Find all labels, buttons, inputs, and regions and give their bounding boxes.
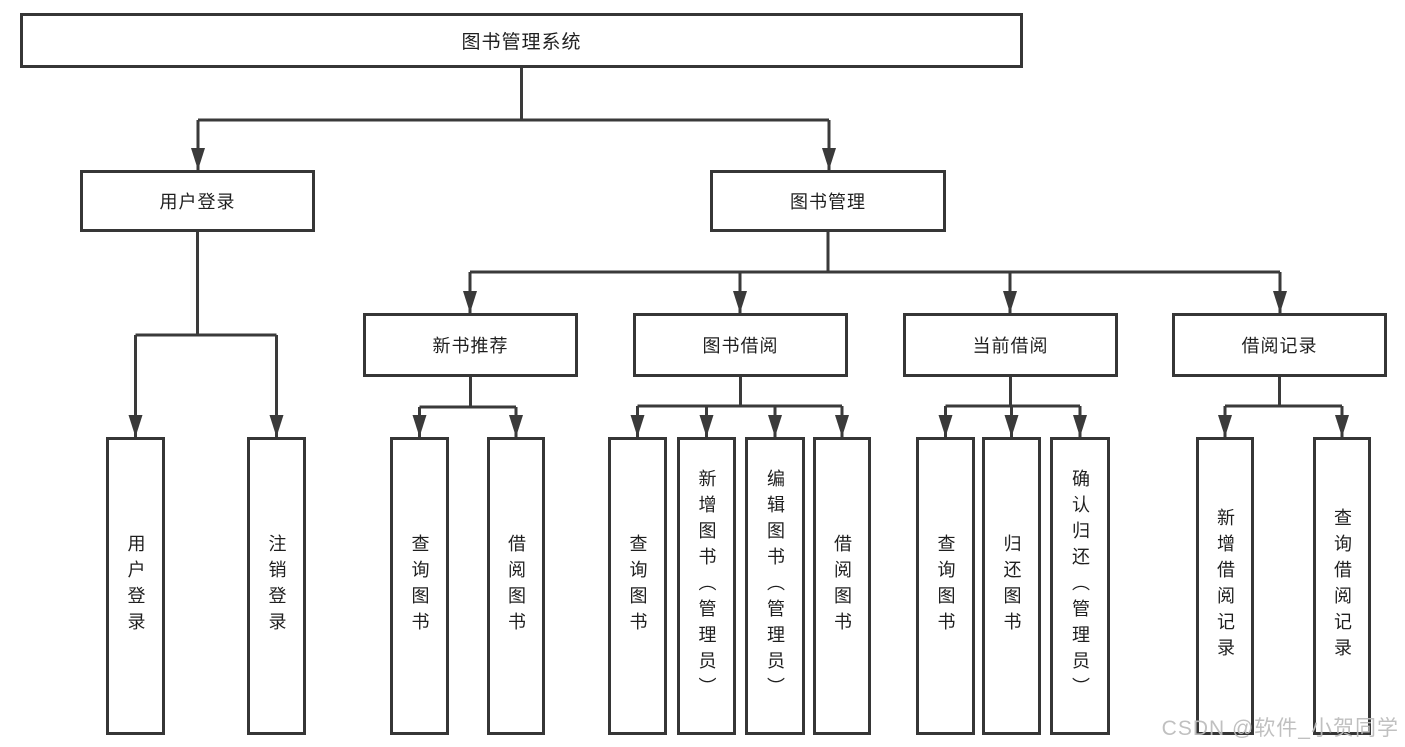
node-new-book-recommend: 新书推荐 — [363, 313, 578, 377]
node-user-login: 用户登录 — [80, 170, 315, 232]
leaf-borrow-borrow-book: 借阅图书 — [813, 437, 871, 735]
leaf-current-return-book: 归还图书 — [982, 437, 1041, 735]
leaf-borrow-add-book-admin: 新增图书（管理员） — [677, 437, 736, 735]
leaf-borrow-edit-book-admin: 编辑图书（管理员） — [745, 437, 805, 735]
node-borrow-record: 借阅记录 — [1172, 313, 1387, 377]
leaf-newbook-borrow-book: 借阅图书 — [487, 437, 545, 735]
leaf-current-confirm-return-admin: 确认归还（管理员） — [1050, 437, 1110, 735]
node-current-borrow: 当前借阅 — [903, 313, 1118, 377]
node-book-management: 图书管理 — [710, 170, 946, 232]
leaf-record-add-record: 新增借阅记录 — [1196, 437, 1254, 735]
node-book-borrow: 图书借阅 — [633, 313, 848, 377]
leaf-logout: 注销登录 — [247, 437, 306, 735]
node-library-management-system: 图书管理系统 — [20, 13, 1023, 68]
leaf-current-query-book: 查询图书 — [916, 437, 975, 735]
leaf-borrow-query-book: 查询图书 — [608, 437, 667, 735]
csdn-watermark: CSDN @软件_小贺同学 — [1161, 717, 1399, 740]
leaf-record-query-record: 查询借阅记录 — [1313, 437, 1371, 735]
leaf-user-login: 用户登录 — [106, 437, 165, 735]
leaf-newbook-query-book: 查询图书 — [390, 437, 449, 735]
